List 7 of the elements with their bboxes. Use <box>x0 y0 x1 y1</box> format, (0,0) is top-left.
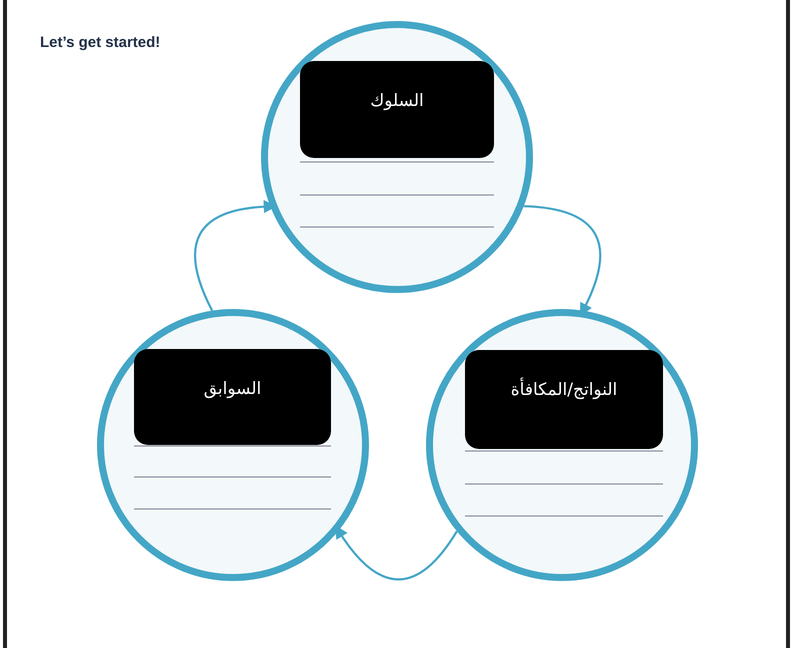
title: Let’s get started! <box>40 34 160 51</box>
label-box <box>134 349 331 445</box>
box-label: السلوك <box>370 91 424 113</box>
box-label: النواتج/المكافأة <box>510 380 618 449</box>
box-label: السوابق <box>204 379 262 401</box>
label-box <box>300 61 494 158</box>
label-box <box>465 350 663 449</box>
